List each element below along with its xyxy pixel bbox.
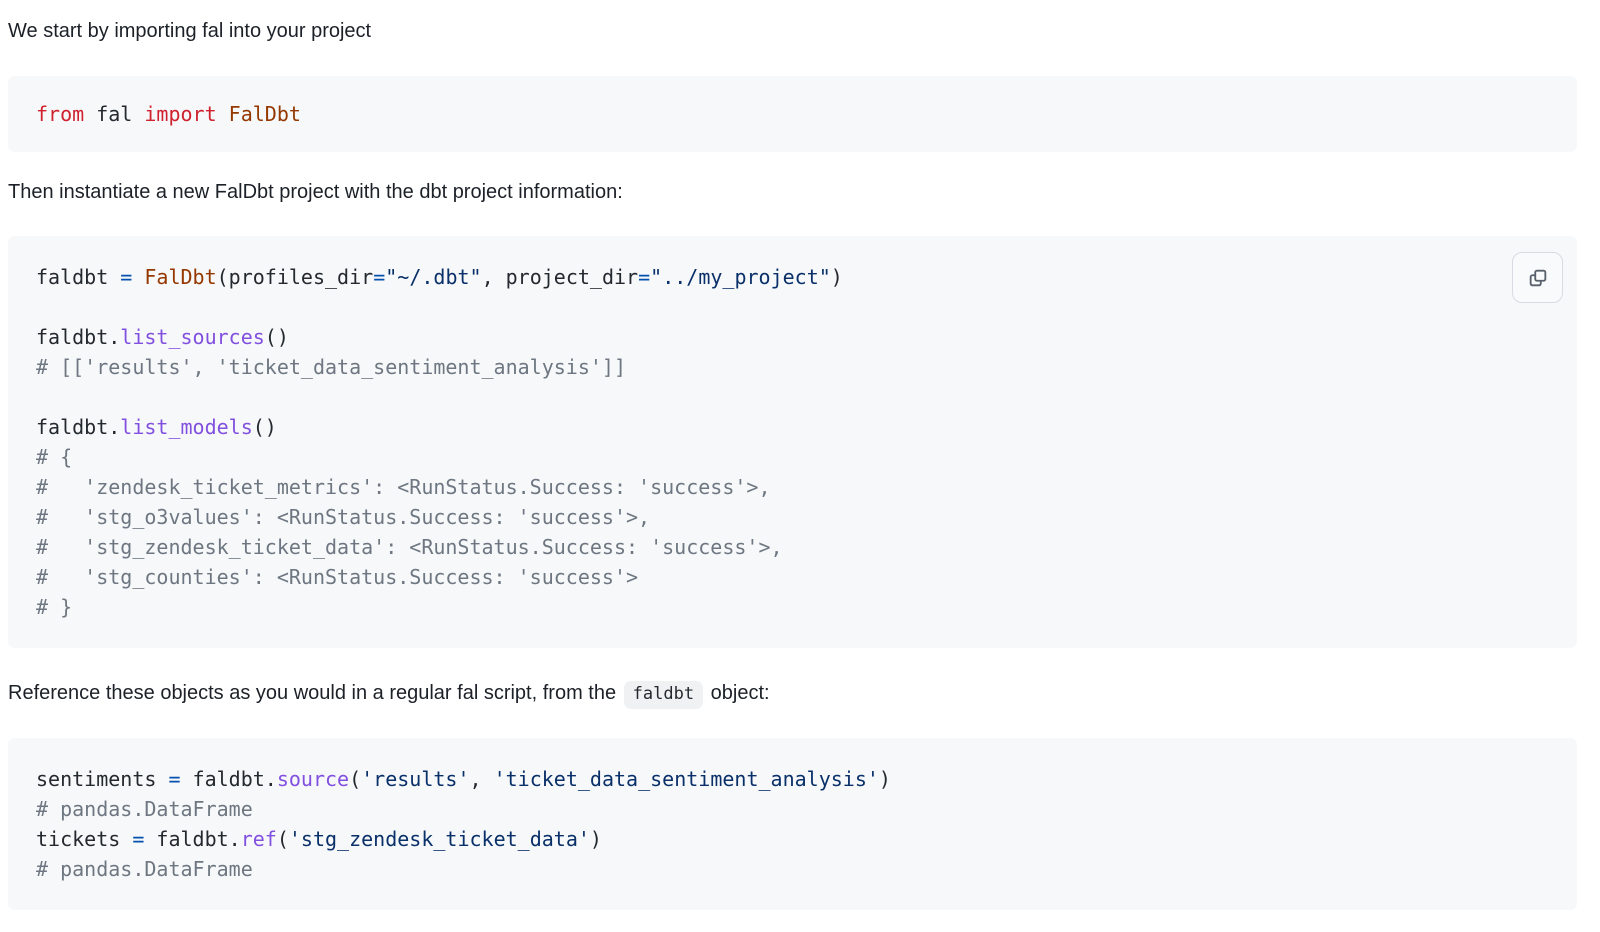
code-line: # 'stg_counties': <RunStatus.Success: 's… [36,565,639,589]
code-line: sentiments = faldbt.source('results', 't… [36,767,891,791]
reference-text-before: Reference these objects as you would in … [8,682,622,704]
code-line [36,292,1497,322]
code-block-reference: sentiments = faldbt.source('results', 't… [8,738,1577,910]
code-content-import: from fal import FalDbt [36,99,1553,129]
code-line [36,382,1497,412]
intro-paragraph: We start by importing fal into your proj… [8,20,372,42]
instantiate-paragraph: Then instantiate a new FalDbt project wi… [8,181,623,203]
docs-page: We start by importing fal into your proj… [8,0,1577,910]
code-block-import: from fal import FalDbt [8,76,1577,152]
code-line: # { [36,445,73,469]
code-line: # } [36,595,73,619]
code-line: # 'stg_o3values': <RunStatus.Success: 's… [36,505,651,529]
reference-text-after: object: [705,682,770,704]
copy-icon [1529,269,1546,286]
code-content-instantiate: faldbt = FalDbt(profiles_dir="~/.dbt", p… [36,262,1497,622]
copy-button[interactable] [1512,252,1563,303]
code-content-reference: sentiments = faldbt.source('results', 't… [36,764,1553,884]
code-line: tickets = faldbt.ref('stg_zendesk_ticket… [36,827,602,851]
code-line: faldbt.list_models() [36,415,277,439]
code-line: # pandas.DataFrame [36,797,253,821]
code-line: faldbt = FalDbt(profiles_dir="~/.dbt", p… [36,265,843,289]
inline-code-faldbt: faldbt [623,681,704,709]
code-block-instantiate: faldbt = FalDbt(profiles_dir="~/.dbt", p… [8,236,1577,648]
code-line: # 'stg_zendesk_ticket_data': <RunStatus.… [36,535,783,559]
code-line: faldbt.list_sources() [36,325,289,349]
code-line: # [['results', 'ticket_data_sentiment_an… [36,355,627,379]
code-line: from fal import FalDbt [36,102,301,126]
code-line: # pandas.DataFrame [36,857,253,881]
code-line: # 'zendesk_ticket_metrics': <RunStatus.S… [36,475,771,499]
reference-paragraph: Reference these objects as you would in … [8,680,1577,709]
